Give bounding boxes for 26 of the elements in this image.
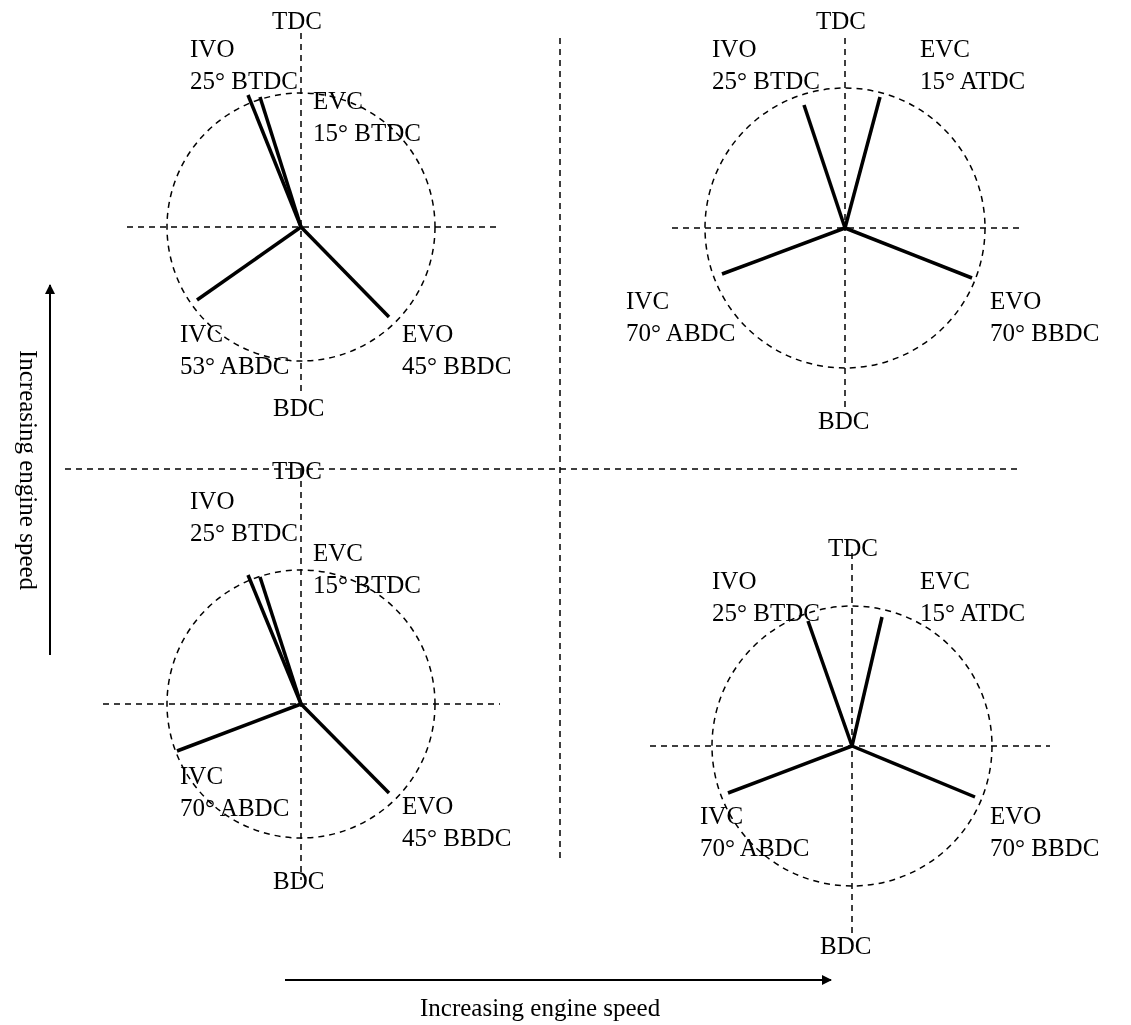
valve-event-label: EVO 45° BBDC xyxy=(402,791,512,853)
position-label: BDC xyxy=(820,931,872,961)
valve-event-label: EVO 70° BBDC xyxy=(990,801,1100,863)
valve-event-label: IVC 70° ABDC xyxy=(180,761,290,823)
position-label: TDC xyxy=(816,6,866,36)
valve-event-label: IVO 25° BTDC xyxy=(712,566,820,628)
valve-event-label: IVO 25° BTDC xyxy=(712,34,820,96)
valve-event-label: EVC 15° BTDC xyxy=(313,538,421,600)
axis-label: Increasing engine speed xyxy=(14,349,43,591)
valve-event-label: EVO 70° BBDC xyxy=(990,286,1100,348)
valve-event-label: EVO 45° BBDC xyxy=(402,319,512,381)
valve-event-label: EVC 15° BTDC xyxy=(313,86,421,148)
position-label: BDC xyxy=(273,393,325,423)
valve-event-label: IVC 70° ABDC xyxy=(700,801,810,863)
valve-event-label: IVC 53° ABDC xyxy=(180,319,290,381)
valve-event-label: IVO 25° BTDC xyxy=(190,34,298,96)
position-label: BDC xyxy=(818,406,870,436)
valve-event-label: IVC 70° ABDC xyxy=(626,286,736,348)
axis-label: Increasing engine speed xyxy=(420,993,661,1023)
valve-event-label: IVO 25° BTDC xyxy=(190,486,298,548)
position-label: TDC xyxy=(272,456,322,486)
position-label: TDC xyxy=(828,533,878,563)
valve-event-label: EVC 15° ATDC xyxy=(920,566,1026,628)
position-label: BDC xyxy=(273,866,325,896)
position-label: TDC xyxy=(272,6,322,36)
valve-event-label: EVC 15° ATDC xyxy=(920,34,1026,96)
